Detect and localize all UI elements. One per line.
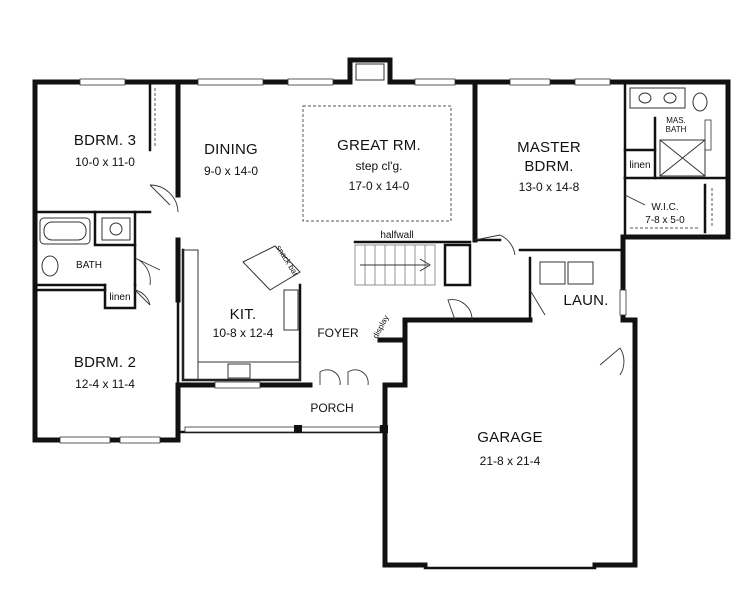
fixtures [39,87,713,381]
master-linen-label: linen [629,160,650,171]
wic-dim: 7-8 x 5-0 [645,215,685,226]
dining-dim: 9-0 x 14-0 [204,164,258,178]
interior-walls [33,79,730,387]
garage-name: GARAGE [477,429,542,446]
dining-name: DINING [204,141,258,158]
porch [176,425,388,434]
hall-linen-label: linen [109,292,130,303]
porch-label: PORCH [310,401,353,415]
master-name-line1: MASTER [517,139,581,156]
fireplace [355,63,385,81]
master-name-line2: BDRM. [524,158,573,175]
bdrm3-name: BDRM. 3 [74,132,136,149]
mas-bath-line1: MAS. [666,116,686,125]
great-rm-note: step cl'g. [356,159,403,173]
wic-name: W.I.C. [651,202,678,213]
display-label: display [371,314,391,340]
stairs [353,240,472,286]
laun-label: LAUN. [563,292,608,309]
foyer-label: FOYER [317,326,359,340]
bdrm3-dim: 10-0 x 11-0 [75,155,135,169]
bdrm2-dim: 12-4 x 11-4 [75,377,135,391]
doors [134,184,646,386]
windows [59,78,712,444]
great-rm-dim: 17-0 x 14-0 [349,179,410,193]
halfwall-label: halfwall [380,230,413,241]
mas-bath-line2: BATH [666,125,687,134]
step-ceiling-outline [302,105,452,222]
room-labels: BDRM. 3 10-0 x 11-0 DINING 9-0 x 14-0 GR… [74,116,687,468]
master-dim: 13-0 x 14-8 [519,180,580,194]
kit-dim: 10-8 x 12-4 [213,326,274,340]
kit-name: KIT. [230,306,257,323]
garage-dim: 21-8 x 21-4 [480,454,541,468]
bath-label: BATH [76,260,102,271]
snack-bar-label: snack bar [274,244,300,278]
great-rm-name: GREAT RM. [337,137,421,154]
bdrm2-name: BDRM. 2 [74,354,136,371]
